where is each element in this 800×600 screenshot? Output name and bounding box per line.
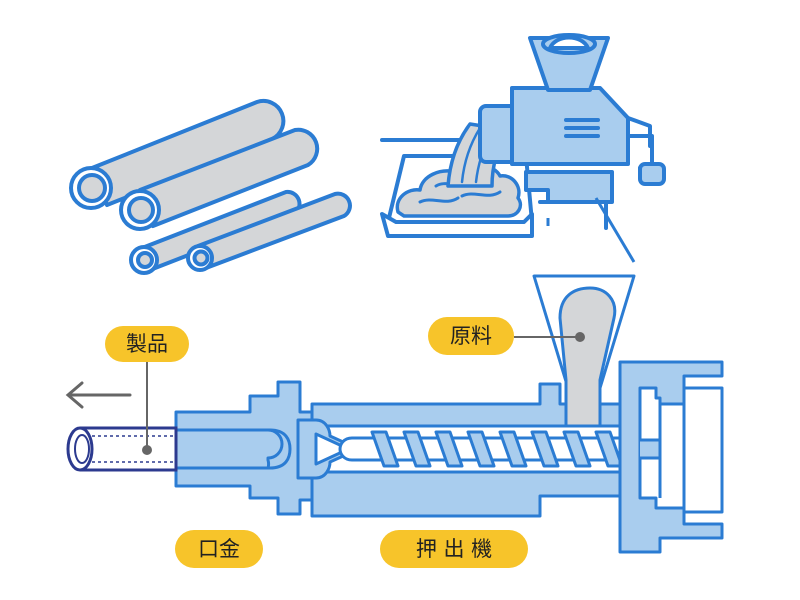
label-extruder: 押 出 機 (380, 530, 528, 568)
leader-lines (142, 332, 585, 455)
left-arrow-icon (65, 381, 132, 409)
drive-housing (618, 360, 724, 554)
callout-lines (546, 197, 636, 263)
product-pipe (66, 426, 178, 472)
label-raw-material: 原料 (428, 317, 514, 355)
label-product-text: 製品 (126, 332, 168, 356)
label-product: 製品 (105, 326, 189, 362)
label-extruder-text: 押 出 機 (416, 537, 492, 561)
screw-flights (370, 430, 624, 468)
meat-grinder-icon (380, 33, 666, 238)
label-raw-material-text: 原料 (450, 324, 492, 348)
label-die: 口金 (175, 530, 263, 568)
pipes-icon (69, 98, 352, 275)
label-die-text: 口金 (198, 537, 240, 561)
extruder-machine (174, 274, 724, 554)
